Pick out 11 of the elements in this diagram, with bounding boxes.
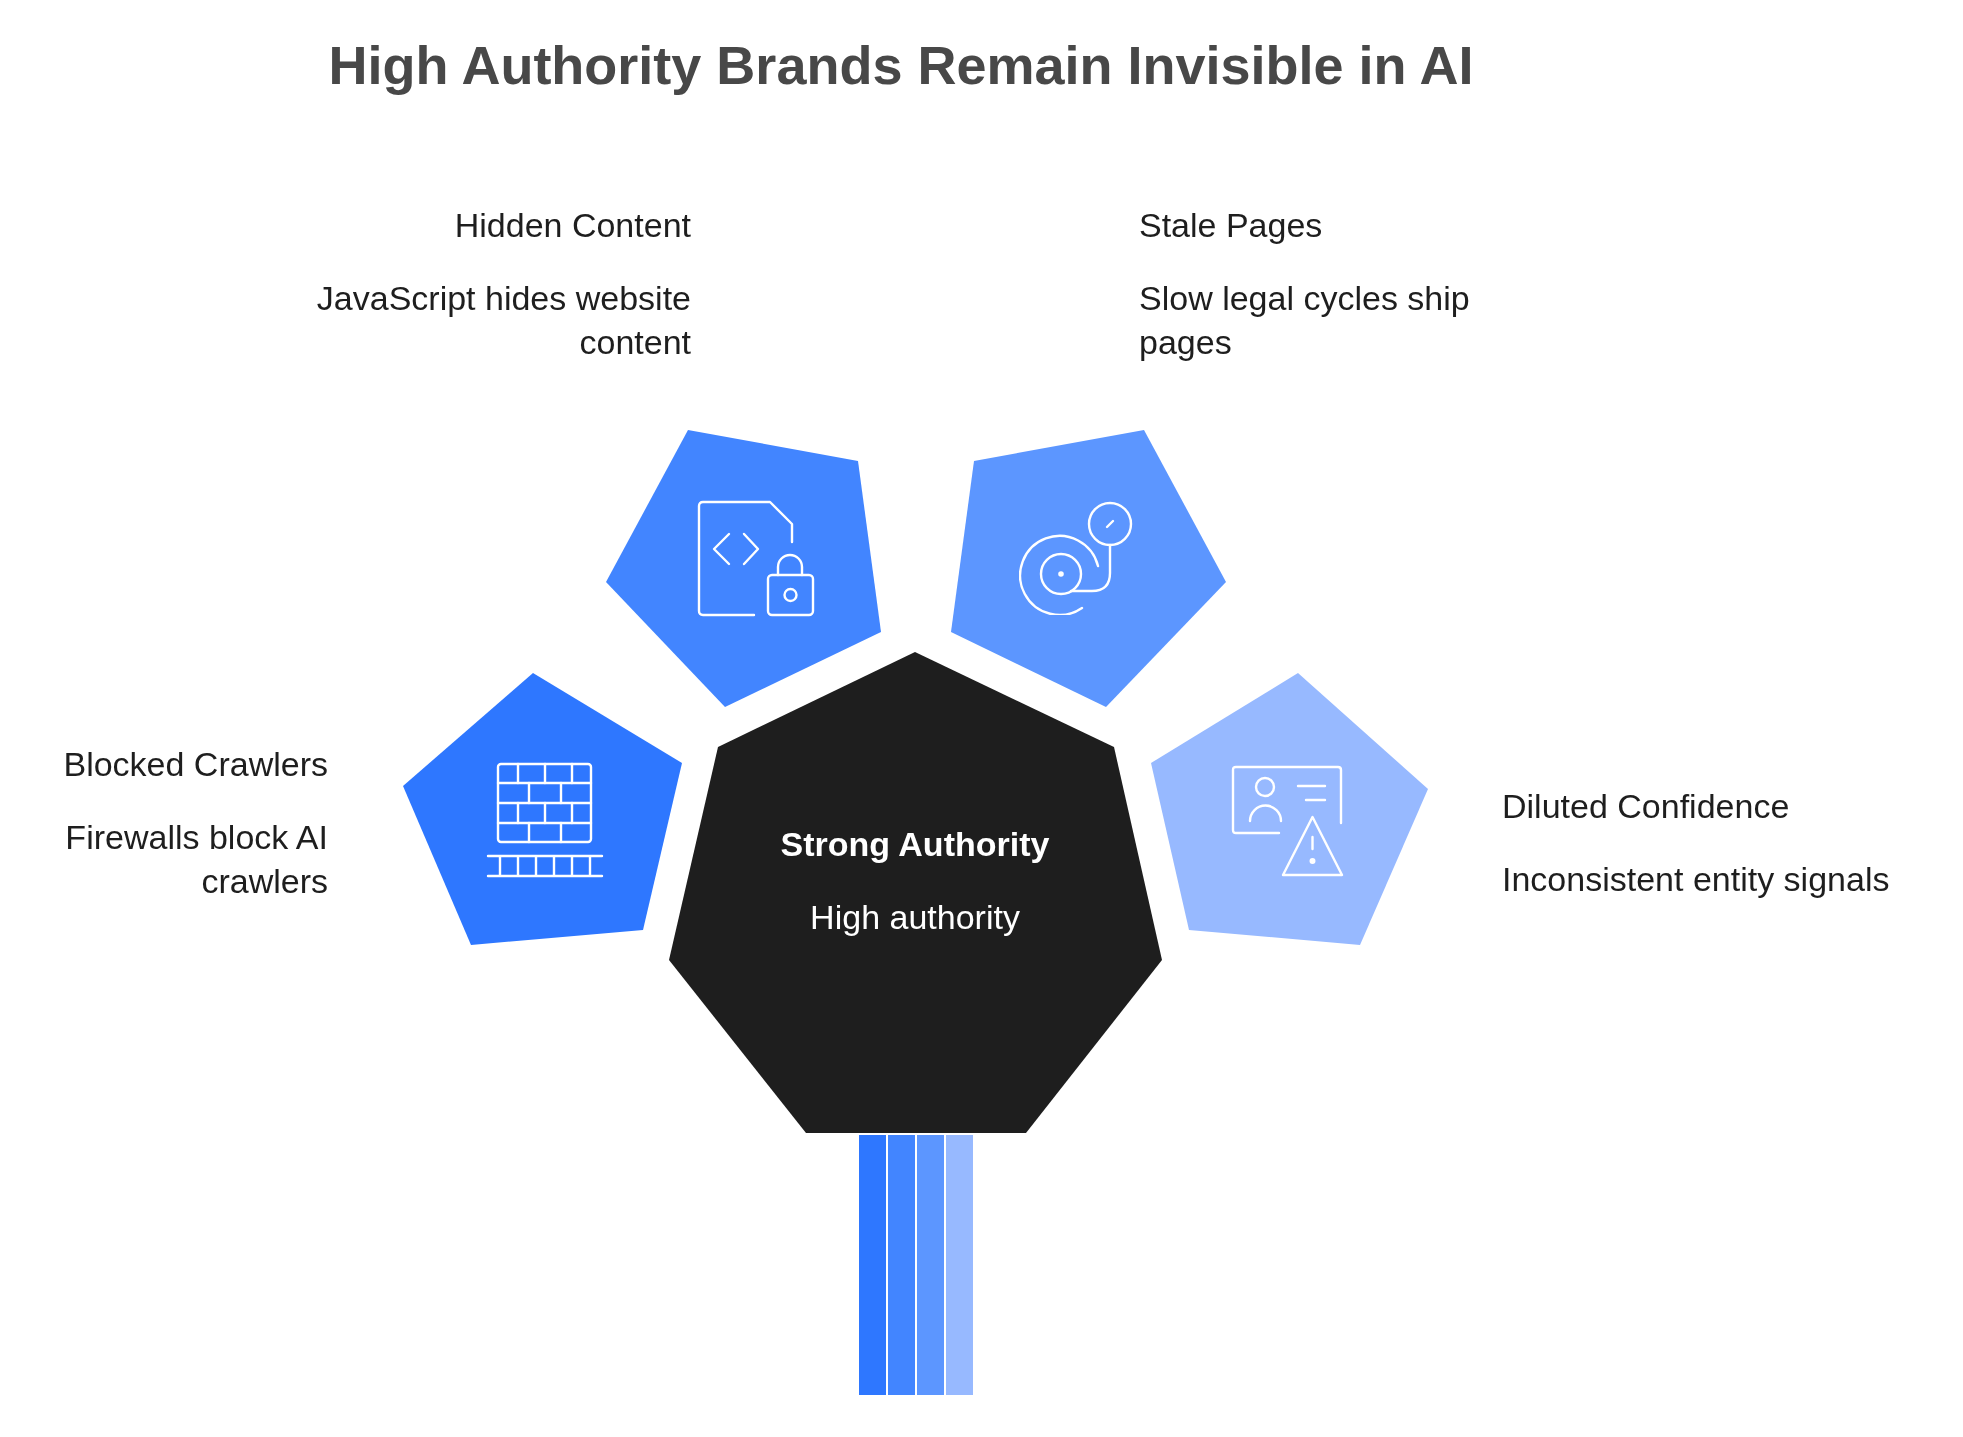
description: Slow legal cycles ship pages [1139,278,1471,363]
heading: Blocked Crawlers [63,744,328,785]
description: JavaScript hides website content [315,278,691,363]
description: High authority [810,897,1020,938]
heading: Strong Authority [780,824,1050,865]
heading: Diluted Confidence [1502,786,1790,827]
title: High Authority Brands Remain Invisible in AI [328,34,1474,97]
description: Inconsistent entity signals [1502,859,1890,900]
heading: Hidden Content [454,205,691,246]
heading: Stale Pages [1139,205,1323,246]
description: Firewalls block AI crawlers [64,817,328,902]
